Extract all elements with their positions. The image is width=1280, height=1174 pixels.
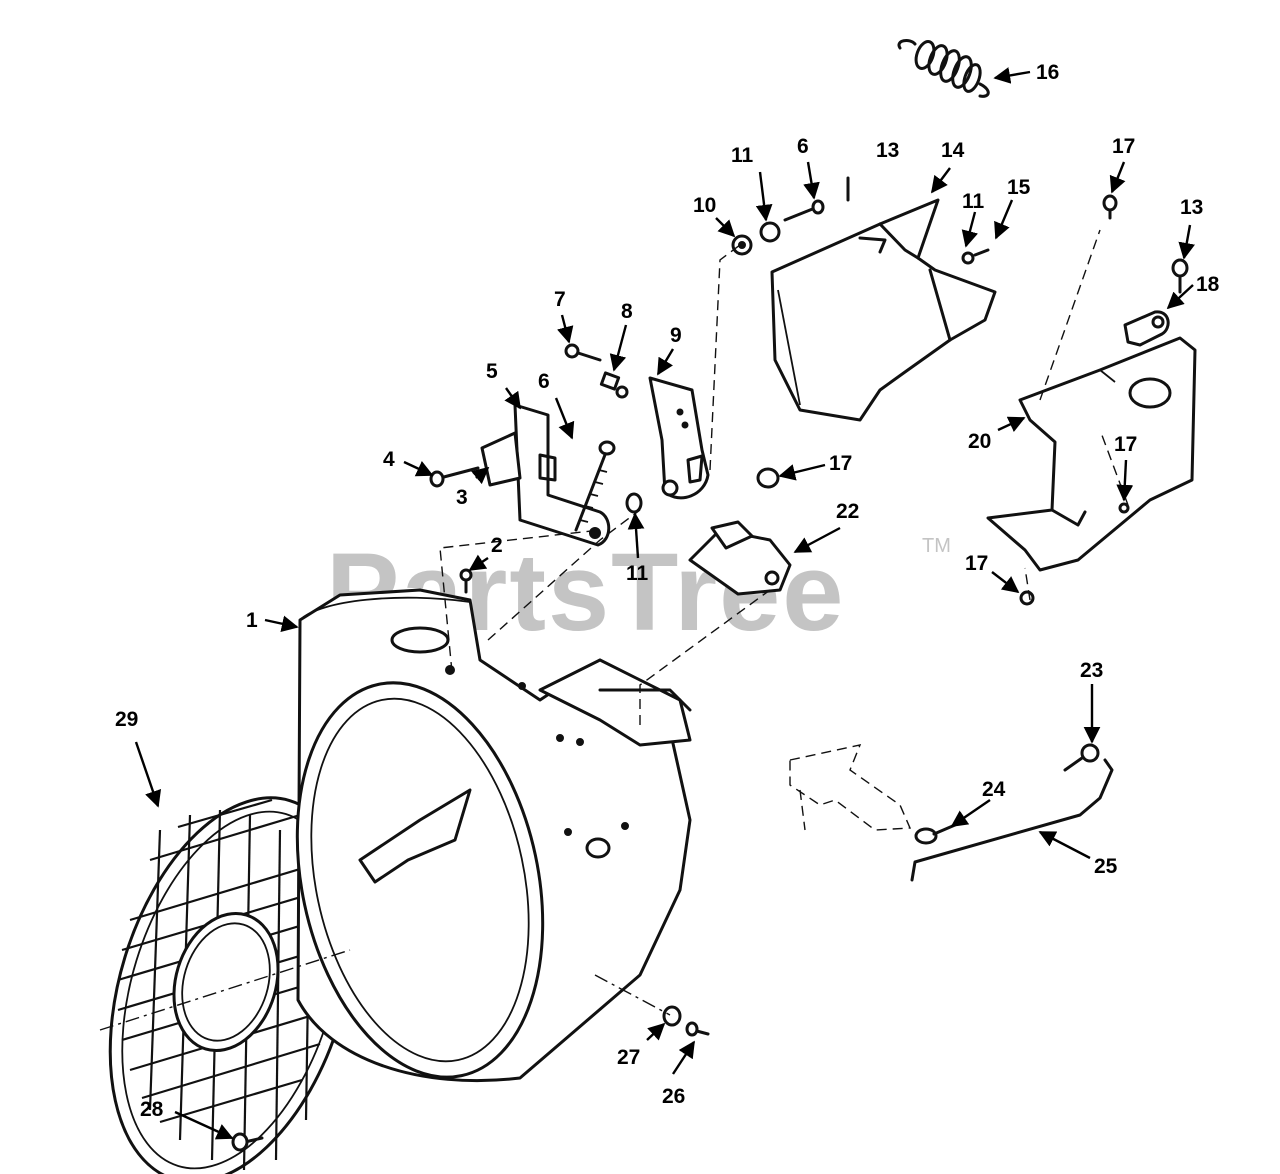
part-14-cover — [770, 198, 997, 422]
callout-11-lower: 11 — [626, 562, 649, 585]
callout-11-right: 11 — [962, 190, 985, 213]
callout-17-bottom: 17 — [965, 552, 988, 575]
hardware-screws-washers — [231, 176, 850, 1152]
callout-10: 10 — [693, 194, 716, 217]
callout-4: 4 — [383, 448, 395, 471]
callout-7: 7 — [554, 288, 566, 311]
callout-14: 14 — [941, 139, 965, 162]
part-9-control-bracket — [648, 376, 710, 500]
callout-2: 2 — [491, 534, 503, 557]
callout-24: 24 — [982, 778, 1006, 801]
callout-25: 25 — [1094, 855, 1118, 878]
callout-9: 9 — [670, 324, 682, 347]
callout-6-upper: 6 — [797, 135, 809, 158]
part-15-screw — [961, 248, 990, 265]
callout-22: 22 — [836, 500, 859, 523]
callout-29: 29 — [115, 708, 138, 731]
callout-11-upper: 11 — [731, 144, 754, 167]
callout-20: 20 — [968, 430, 991, 453]
callout-6: 6 — [538, 370, 550, 393]
part-22-module — [688, 520, 792, 596]
callout-17-top: 17 — [1112, 135, 1135, 158]
part-25-rod — [910, 758, 1114, 882]
callout-3: 3 — [456, 486, 468, 509]
part-1-blower-housing — [295, 588, 692, 1083]
assembly-center-lines — [99, 229, 1129, 1031]
part-24-clip — [914, 823, 957, 845]
callout-1: 1 — [246, 609, 258, 632]
callout-16: 16 — [1036, 61, 1059, 84]
callout-17-mid: 17 — [1114, 433, 1137, 456]
part-23-connector — [1063, 743, 1100, 772]
callout-17-left: 17 — [829, 452, 852, 475]
callout-leaders — [134, 67, 1195, 1140]
callout-28: 28 — [140, 1098, 164, 1121]
callout-18: 18 — [1196, 273, 1220, 296]
part-5-mounting-bracket — [513, 403, 611, 547]
part-18-bracket — [1123, 310, 1170, 347]
callout-8: 8 — [621, 300, 633, 323]
callout-26: 26 — [662, 1085, 685, 1108]
part-16-spring — [897, 39, 990, 98]
callout-labels: 1 2 3 4 5 6 7 8 9 10 11 11 6 13 14 11 15… — [115, 61, 1220, 1121]
part-3-clip — [480, 431, 522, 487]
callout-13-left: 13 — [876, 139, 899, 162]
callout-5: 5 — [486, 360, 498, 383]
callout-23: 23 — [1080, 659, 1103, 682]
watermark-trademark: TM — [922, 535, 951, 557]
linkage-dashed-lever — [789, 744, 912, 831]
part-20-shield — [986, 336, 1197, 572]
callout-15: 15 — [1007, 176, 1031, 199]
callout-13-right: 13 — [1180, 196, 1203, 219]
callout-27: 27 — [617, 1046, 640, 1069]
hardware-right-screws — [1019, 194, 1189, 606]
